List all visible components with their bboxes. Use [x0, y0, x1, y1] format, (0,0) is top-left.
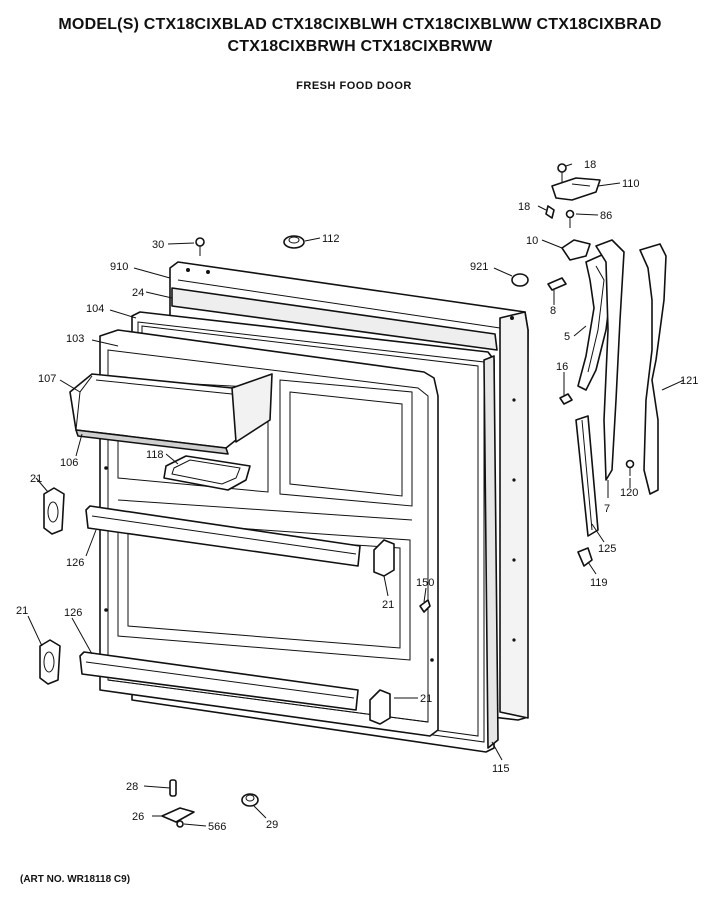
callout-29: 29	[266, 819, 278, 831]
callout-120: 120	[620, 487, 638, 499]
callout-26: 26	[132, 811, 144, 823]
pin-28	[169, 779, 177, 797]
hinge-10	[561, 239, 591, 261]
screw-16	[559, 393, 573, 405]
callout-21-left-lower: 21	[16, 605, 28, 617]
callout-118: 118	[146, 449, 164, 461]
screw-18-mid	[545, 205, 555, 219]
callout-labels: 18 110 18 86 10 30 112 910 921 24 8 104 …	[16, 159, 698, 833]
handle-trim-7	[595, 239, 625, 481]
section-title: FRESH FOOD DOOR	[296, 80, 412, 92]
callout-104: 104	[86, 303, 104, 315]
callout-5: 5	[564, 331, 570, 343]
callout-112: 112	[322, 233, 340, 245]
callout-21-left-upper: 21	[30, 473, 42, 485]
screw-150	[419, 599, 431, 613]
callout-103: 103	[66, 333, 84, 345]
callout-566: 566	[208, 821, 226, 833]
handle-cover-121	[639, 243, 667, 495]
callout-10: 10	[526, 235, 538, 247]
handle-bracket-125	[575, 415, 599, 537]
callout-86: 86	[600, 210, 612, 222]
egg-tray	[163, 455, 251, 491]
plug-921	[511, 273, 529, 287]
bracket-8	[547, 277, 567, 291]
callout-126-upper: 126	[66, 557, 84, 569]
door-shelf-lower	[79, 651, 359, 711]
callout-106: 106	[60, 457, 78, 469]
shelf-end-cap-left-upper	[43, 487, 65, 535]
shelf-end-cap-right-upper	[373, 539, 395, 577]
callout-7: 7	[604, 503, 610, 515]
callout-921: 921	[470, 261, 488, 273]
leader-lines	[27, 163, 685, 827]
door-insulation	[171, 287, 498, 351]
screw-566	[176, 820, 184, 828]
callout-18-mid: 18	[518, 201, 530, 213]
callout-910: 910	[110, 261, 128, 273]
callout-24: 24	[132, 287, 144, 299]
door-shelf-upper	[85, 505, 361, 567]
bushing-29	[241, 793, 259, 807]
callout-150: 150	[416, 577, 434, 589]
callout-119: 119	[590, 577, 608, 589]
dairy-compartment	[69, 373, 273, 455]
callout-115: 115	[492, 763, 510, 775]
hinge-cover-110	[551, 177, 601, 201]
callout-16: 16	[556, 361, 568, 373]
model-list-line-2: CTX18CIXBRWH CTX18CIXBRWW	[227, 38, 493, 55]
callout-28: 28	[126, 781, 138, 793]
callout-125: 125	[598, 543, 616, 555]
callout-18-top: 18	[584, 159, 596, 171]
callout-21-right-lower: 21	[420, 693, 432, 705]
plug-112	[283, 235, 305, 249]
screw-86	[565, 209, 575, 228]
shelf-end-cap-left-lower	[39, 639, 61, 685]
model-list-line-1: MODEL(S) CTX18CIXBLAD CTX18CIXBLWH CTX18…	[58, 16, 662, 33]
callout-110: 110	[622, 178, 640, 190]
clip-119	[577, 547, 593, 567]
callout-126-lower: 126	[64, 607, 82, 619]
art-number: (ART NO. WR18118 C9)	[20, 874, 131, 885]
screw-120	[625, 459, 635, 476]
hinge-plate-26	[161, 807, 195, 823]
callout-8: 8	[550, 305, 556, 317]
screw-30	[195, 237, 205, 256]
callout-30: 30	[152, 239, 164, 251]
shelf-end-cap-right-lower	[369, 689, 391, 725]
callout-21-right-upper: 21	[382, 599, 394, 611]
callout-107: 107	[38, 373, 56, 385]
callout-121: 121	[680, 375, 698, 387]
